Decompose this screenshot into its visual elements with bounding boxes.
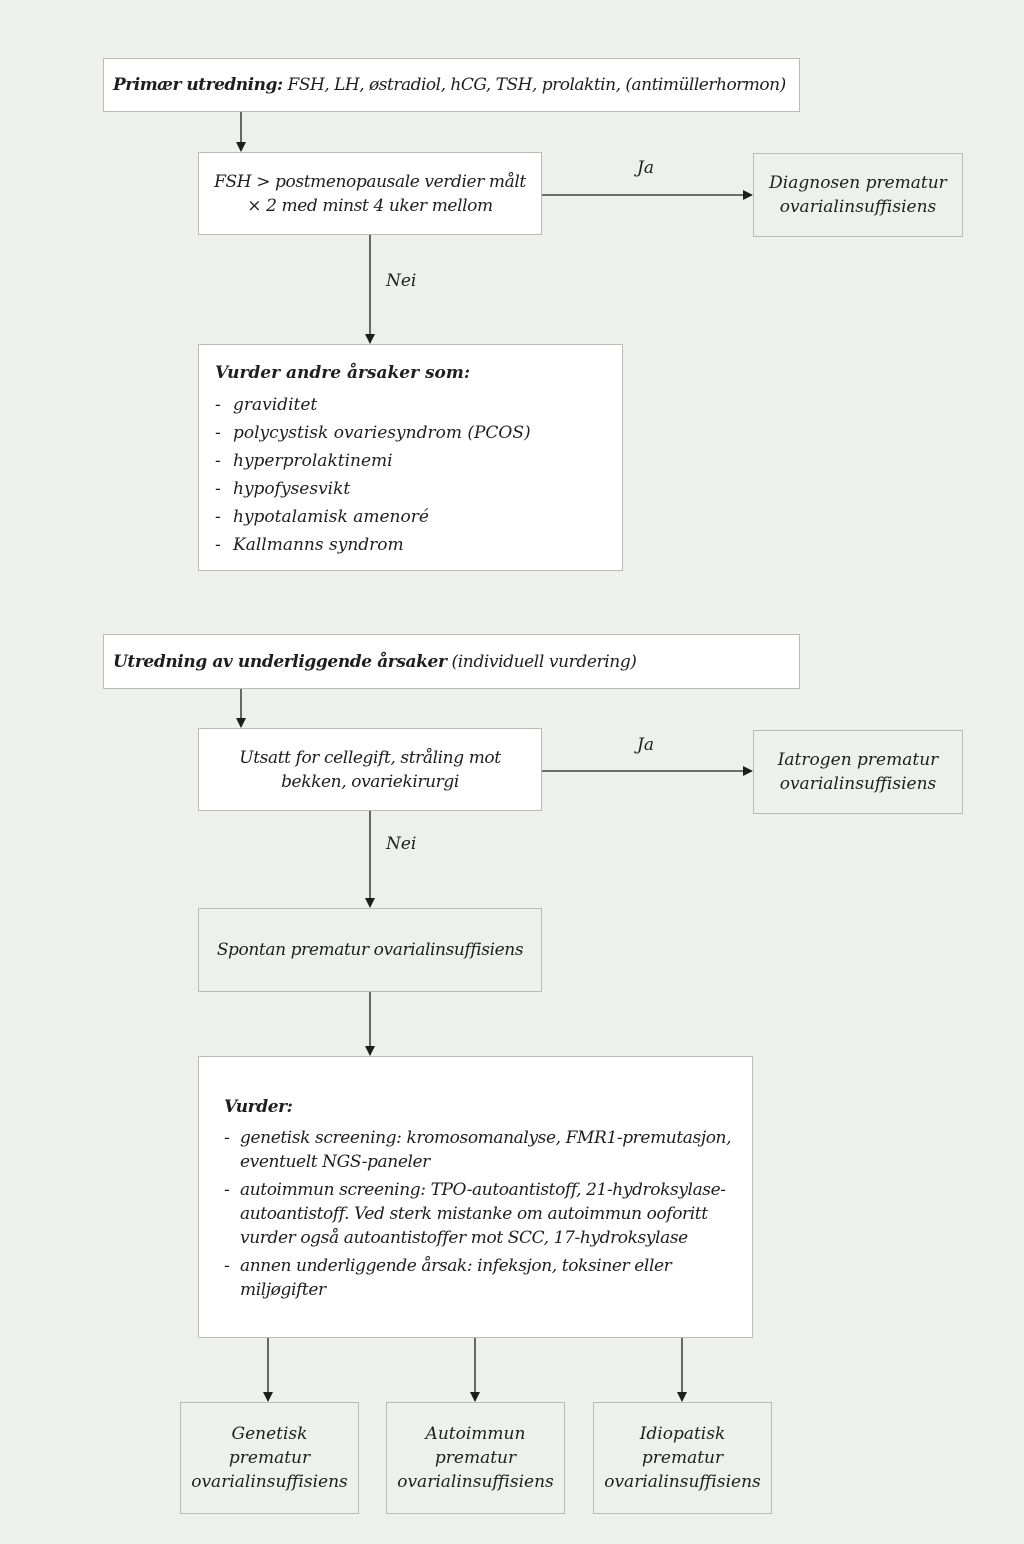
- autoimmune-outcome-box: Autoimmun prematur ovarialinsuffisiens: [386, 1402, 565, 1514]
- other-causes-heading: Vurder andre årsaker som:: [215, 363, 471, 383]
- underlying-causes-text: (individuell vurdering): [451, 651, 637, 672]
- edge-label-yes-2: Ja: [637, 735, 654, 755]
- diagnosis-line2: ovarialinsuffisiens: [779, 197, 937, 217]
- primary-workup-text: FSH, LH, østradiol, hCG, TSH, prolaktin,…: [287, 75, 787, 95]
- other-causes-box: Vurder andre årsaker som: graviditet pol…: [198, 344, 623, 571]
- spontaneous-box: Spontan prematur ovarialinsuffisiens: [198, 908, 542, 992]
- list-item: genetisk screening: kromosomanalyse, FMR…: [224, 1126, 742, 1174]
- iatrogenic-line2: ovarialinsuffisiens: [779, 774, 937, 794]
- list-item: Kallmanns syndrom: [215, 531, 606, 559]
- list-item: autoimmun screening: TPO-autoantistoff, …: [224, 1178, 742, 1250]
- edge-label-yes-1: Ja: [637, 158, 654, 178]
- primary-workup-label: Primær utredning:: [113, 75, 283, 95]
- consider-list: genetisk screening: kromosomanalyse, FMR…: [224, 1126, 742, 1302]
- genetic-outcome-box: Genetisk prematur ovarialinsuffisiens: [180, 1402, 359, 1514]
- list-item: hyperprolaktinemi: [215, 447, 606, 475]
- fsh-question-line2: × 2 med minst 4 uker mellom: [247, 195, 493, 216]
- edge-label-no-2: Nei: [386, 834, 417, 854]
- consider-box: Vurder: genetisk screening: kromosomanal…: [198, 1056, 753, 1338]
- other-causes-list: graviditet polycystisk ovariesyndrom (PC…: [215, 391, 606, 559]
- diagnosis-box: Diagnosen prematur ovarialinsuffisiens: [753, 153, 963, 237]
- diagnosis-line1: Diagnosen prematur: [769, 173, 947, 193]
- iatrogenic-box: Iatrogen prematur ovarialinsuffisiens: [753, 730, 963, 814]
- idiopathic-outcome-box: Idiopatisk prematur ovarialinsuffisiens: [593, 1402, 772, 1514]
- exposure-question-box: Utsatt for cellegift, stråling mot bekke…: [198, 728, 542, 811]
- iatrogenic-line1: Iatrogen prematur: [777, 750, 939, 770]
- underlying-causes-box: Utredning av underliggende årsaker (indi…: [103, 634, 800, 689]
- list-item: polycystisk ovariesyndrom (PCOS): [215, 419, 606, 447]
- fsh-question-line1: FSH > postmenopausale verdier målt: [214, 171, 526, 192]
- underlying-causes-label: Utredning av underliggende årsaker: [113, 651, 447, 672]
- spontaneous-text: Spontan prematur ovarialinsuffisiens: [216, 940, 524, 960]
- fsh-question-box: FSH > postmenopausale verdier målt × 2 m…: [198, 152, 542, 235]
- list-item: annen underliggende årsak: infeksjon, to…: [224, 1254, 742, 1302]
- primary-workup-box: Primær utredning: FSH, LH, østradiol, hC…: [103, 58, 800, 112]
- list-item: graviditet: [215, 391, 606, 419]
- exposure-question-line1: Utsatt for cellegift, stråling mot: [239, 747, 501, 768]
- list-item: hypotalamisk amenoré: [215, 503, 606, 531]
- exposure-question-line2: bekken, ovariekirurgi: [281, 771, 459, 792]
- edge-label-no-1: Nei: [386, 271, 417, 291]
- list-item: hypofysesvikt: [215, 475, 606, 503]
- consider-heading: Vurder:: [224, 1097, 293, 1117]
